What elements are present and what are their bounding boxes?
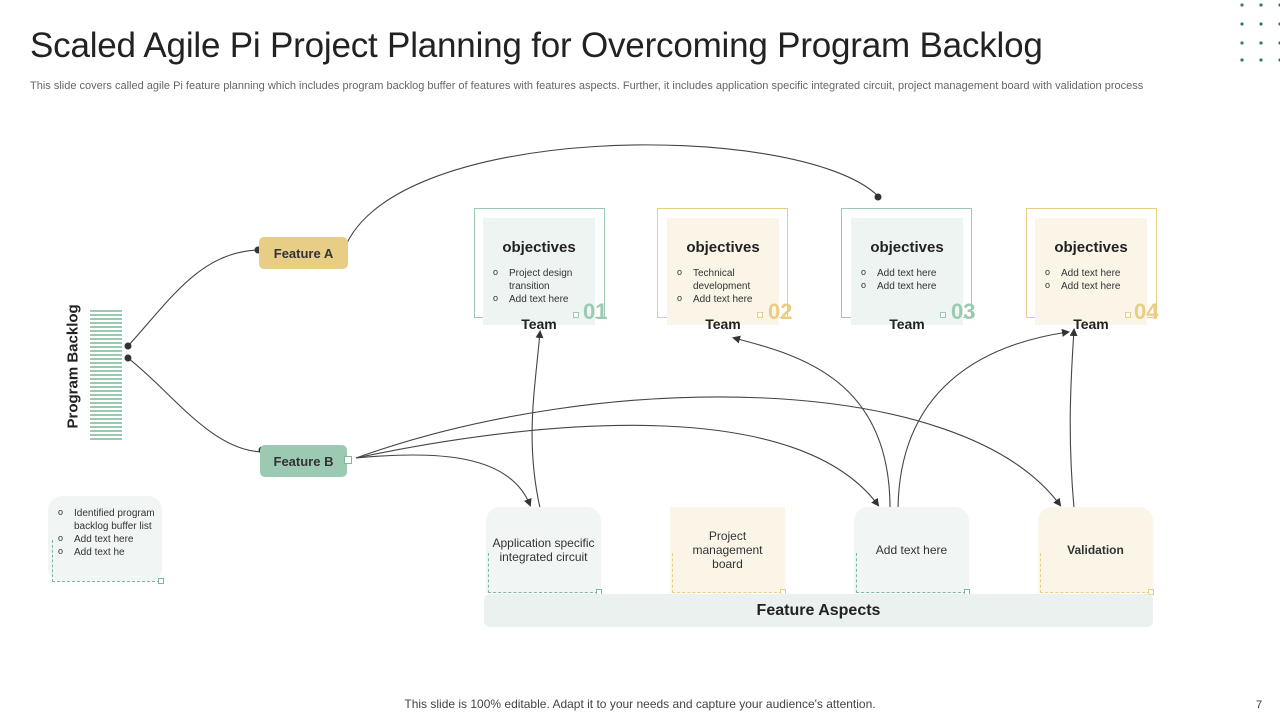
card-number-3: 03 bbox=[951, 299, 976, 324]
node-dot bbox=[874, 193, 882, 201]
card-corner-handle bbox=[757, 312, 763, 318]
feature-a-box: Feature A bbox=[259, 237, 348, 269]
team-label-3: Team bbox=[889, 316, 925, 332]
slide-title: Scaled Agile Pi Project Planning for Ove… bbox=[30, 26, 1043, 65]
aspect-corner-handle bbox=[1148, 589, 1154, 595]
list-item: Add text here bbox=[677, 292, 773, 306]
card-heading: objectives bbox=[1054, 239, 1128, 256]
team-label-2: Team bbox=[705, 316, 741, 332]
program-backlog-bar bbox=[90, 310, 122, 442]
aspect-dashed-edge bbox=[1040, 553, 1041, 593]
link-backlog-feature-b bbox=[127, 357, 263, 453]
list-item: Add text here bbox=[1045, 266, 1141, 280]
list-item: Add text he bbox=[58, 545, 158, 559]
aspect-box-4: Validation bbox=[1038, 507, 1153, 593]
note-dashed-edge bbox=[52, 540, 53, 582]
node-dot bbox=[124, 354, 132, 362]
objectives-card-4: objectives Add text here Add text here bbox=[1035, 218, 1147, 325]
card-heading: objectives bbox=[686, 239, 760, 256]
link-feature-b-aspect-3 bbox=[355, 424, 880, 507]
list-item: Technical development bbox=[677, 266, 773, 293]
list-item: Add text here bbox=[493, 292, 589, 306]
aspect-dashed-edge bbox=[1040, 592, 1150, 593]
aspect-dashed-edge bbox=[856, 592, 966, 593]
list-item: Identified program backlog buffer list bbox=[58, 506, 158, 533]
team-label-4: Team bbox=[1073, 316, 1109, 332]
feature-b-handle bbox=[344, 456, 352, 464]
objectives-card-1: objectives Project design transition Add… bbox=[483, 218, 595, 325]
footer-text: This slide is 100% editable. Adapt it to… bbox=[404, 697, 876, 711]
decorative-dot-grid bbox=[1240, 3, 1280, 62]
link-feature-a-card-3 bbox=[341, 144, 879, 257]
aspect-dashed-edge bbox=[488, 553, 489, 593]
link-feature-b-aspect-4 bbox=[355, 396, 1062, 507]
slide-subtitle: This slide covers called agile Pi featur… bbox=[30, 80, 1144, 92]
objectives-card-2: objectives Technical development Add tex… bbox=[667, 218, 779, 325]
aspect-dashed-edge bbox=[856, 553, 857, 593]
feature-b-box: Feature B bbox=[260, 445, 347, 477]
aspect-box-3: Add text here bbox=[854, 507, 969, 593]
aspect-dashed-edge bbox=[672, 592, 782, 593]
program-backlog-label: Program Backlog bbox=[64, 304, 82, 429]
card-corner-handle bbox=[940, 312, 946, 318]
card-number-1: 01 bbox=[583, 299, 608, 324]
link-feature-b-aspect-1 bbox=[355, 454, 532, 507]
list-item: Add text here bbox=[58, 532, 158, 546]
feature-aspects-bar: Feature Aspects bbox=[484, 594, 1153, 627]
aspect-box-1: Application specific integrated circuit bbox=[486, 507, 601, 593]
list-item: Project design transition bbox=[493, 266, 589, 293]
backlog-note-list: Identified program backlog buffer list A… bbox=[58, 506, 158, 559]
card-list: Add text here Add text here bbox=[861, 266, 957, 293]
link-aspect-3-team-2 bbox=[732, 335, 891, 509]
backlog-note: Identified program backlog buffer list A… bbox=[48, 496, 162, 582]
card-heading: objectives bbox=[502, 239, 576, 256]
note-dashed-edge bbox=[52, 581, 160, 582]
objectives-card-3: objectives Add text here Add text here bbox=[851, 218, 963, 325]
node-dot bbox=[124, 342, 132, 350]
card-number-2: 02 bbox=[768, 299, 793, 324]
link-aspect-1-team-1 bbox=[531, 330, 544, 509]
list-item: Add text here bbox=[861, 279, 957, 293]
list-item: Add text here bbox=[861, 266, 957, 280]
link-aspect-4-team-4 bbox=[1069, 328, 1078, 509]
card-number-4: 04 bbox=[1134, 299, 1159, 324]
link-aspect-3-team-4 bbox=[897, 328, 1070, 509]
note-corner-handle bbox=[158, 578, 164, 584]
card-list: Project design transition Add text here bbox=[493, 266, 589, 306]
card-corner-handle bbox=[1125, 312, 1131, 318]
aspect-dashed-edge bbox=[488, 592, 598, 593]
card-corner-handle bbox=[573, 312, 579, 318]
team-label-1: Team bbox=[521, 316, 557, 332]
link-backlog-feature-a bbox=[127, 249, 259, 347]
list-item: Add text here bbox=[1045, 279, 1141, 293]
card-heading: objectives bbox=[870, 239, 944, 256]
card-list: Add text here Add text here bbox=[1045, 266, 1141, 293]
aspect-dashed-edge bbox=[672, 553, 673, 593]
page-number: 7 bbox=[1256, 699, 1263, 711]
card-list: Technical development Add text here bbox=[677, 266, 773, 306]
aspect-box-2: Project management board bbox=[670, 507, 785, 593]
